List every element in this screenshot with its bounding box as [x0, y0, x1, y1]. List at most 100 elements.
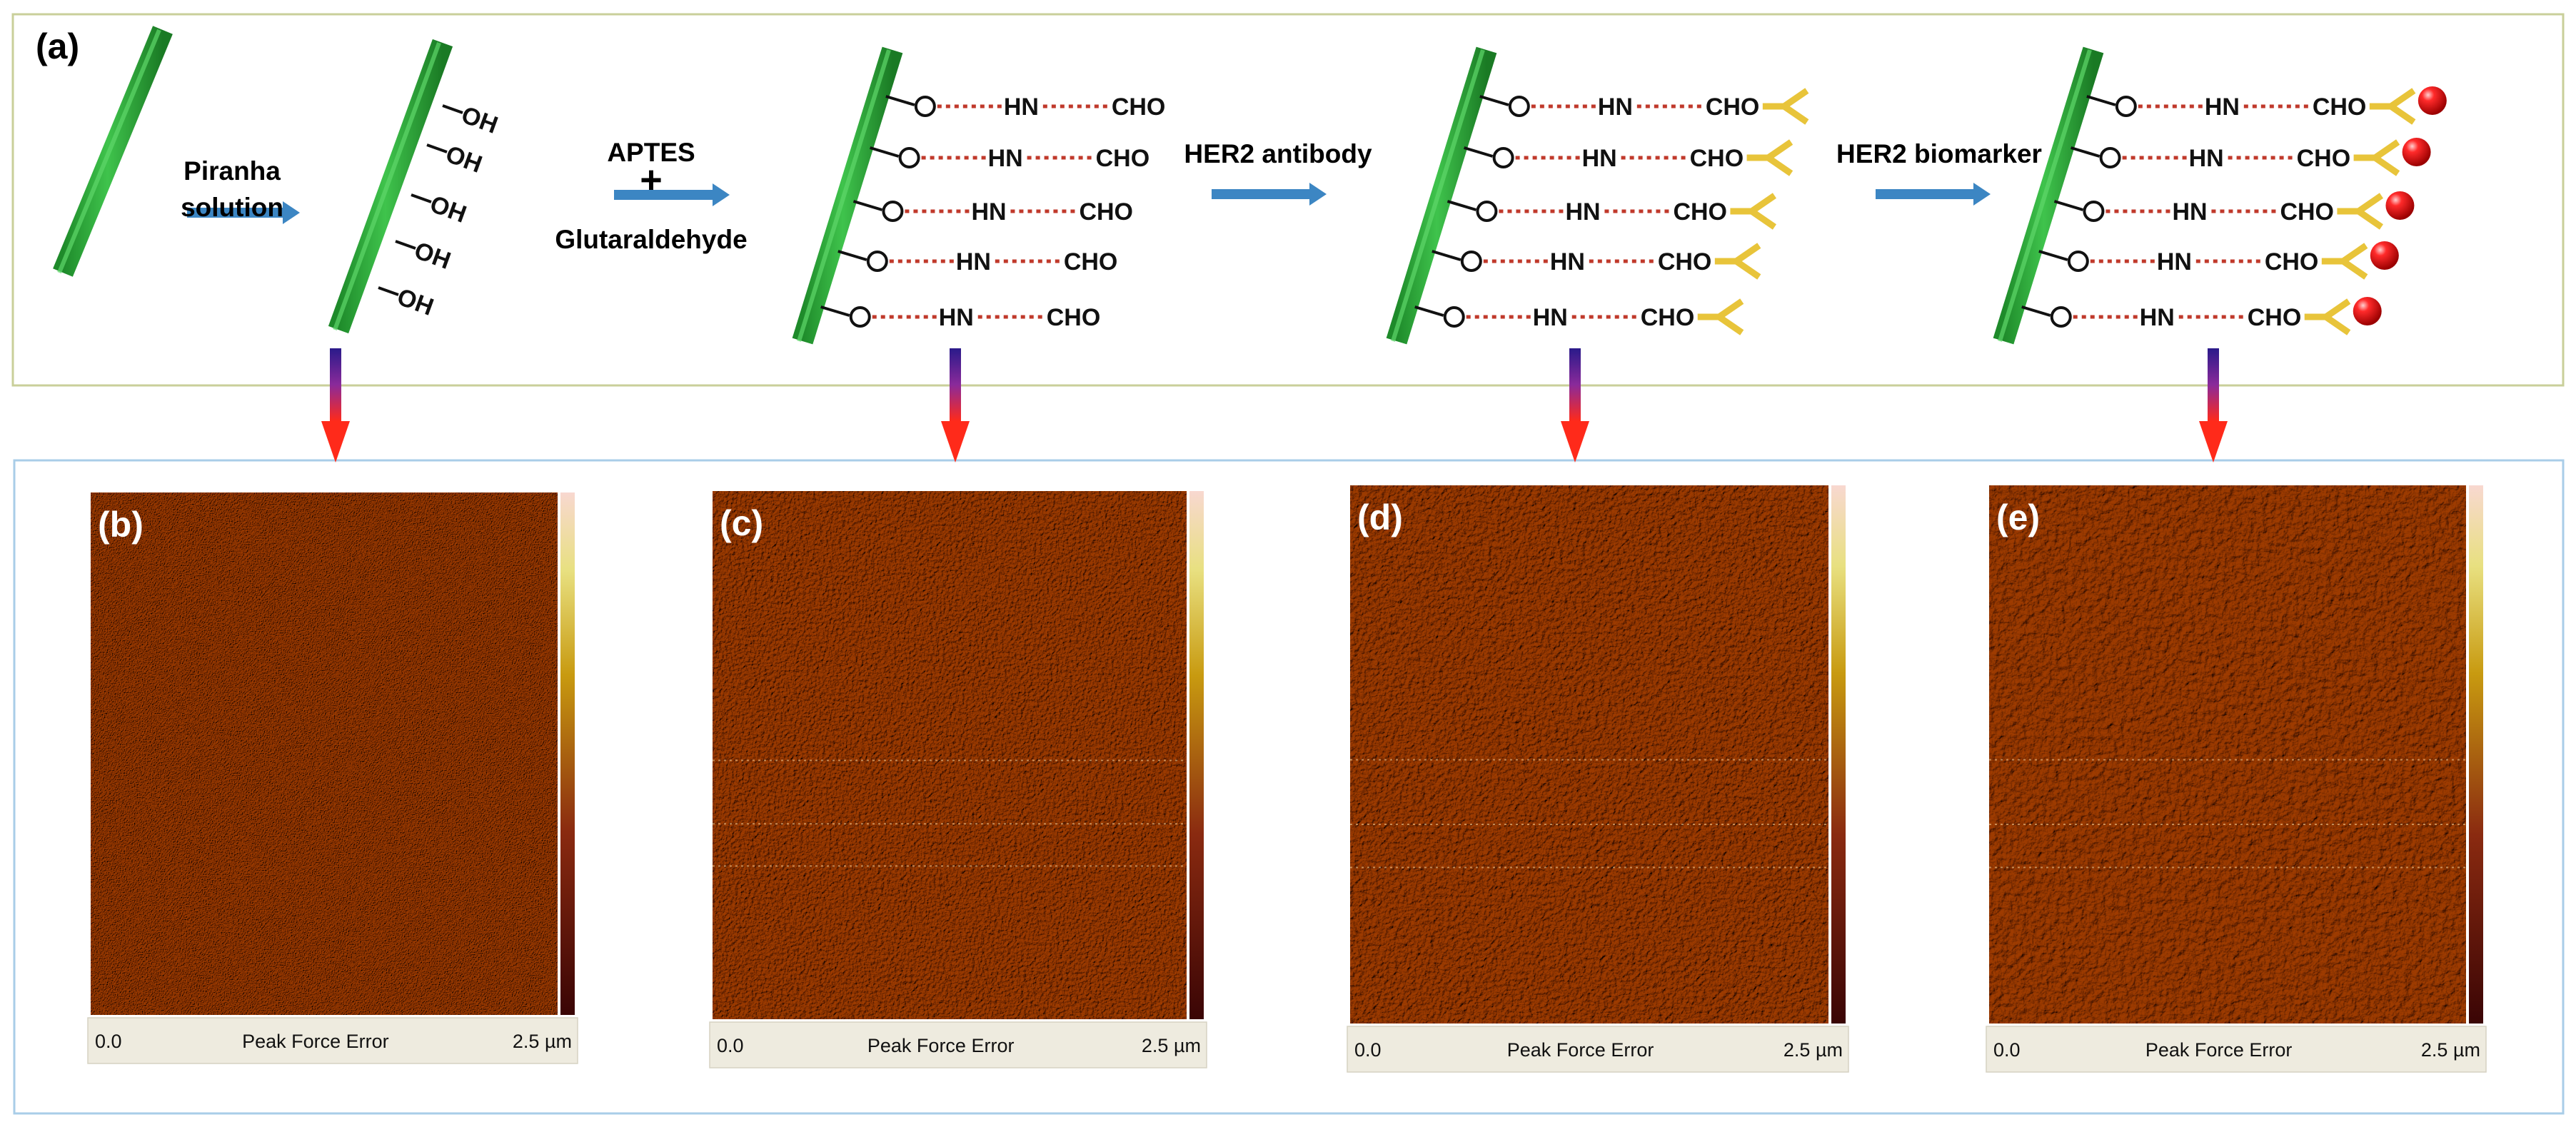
step-3-arrow-head — [1309, 183, 1327, 206]
ab-antibody-arm-down-3 — [1734, 258, 1761, 280]
ab-hn-4: HN — [1533, 304, 1568, 331]
bm-bond-4 — [2021, 305, 2051, 317]
step-4-arrow-head — [1973, 183, 1991, 206]
step-4-arrow-shaft — [1876, 189, 1975, 199]
substrate-biomarker-highlight — [1998, 49, 2092, 342]
substrate-aptes-body — [792, 46, 903, 345]
aptes-bond-4 — [820, 305, 850, 317]
substrate-antibody-body — [1386, 46, 1497, 345]
substrate-aptes — [792, 46, 903, 345]
ab-cho-0: CHO — [1706, 94, 1760, 121]
bm-oxygen-ring-4 — [2050, 306, 2072, 328]
bm-antibody-arm-up-3 — [2341, 243, 2368, 264]
ab-antibody-arm-up-4 — [1717, 298, 1744, 320]
afm-axis-start-0: 0.0 — [95, 1031, 122, 1052]
afm-label-e: (e) — [1996, 497, 2040, 537]
step-2-label-line-1: + — [640, 158, 663, 201]
aptes-oxygen-ring-3 — [866, 251, 888, 272]
afm-axis-end-2: 2.5 µm — [1783, 1039, 1843, 1061]
bm-hn-3: HN — [2157, 248, 2192, 276]
aptes-hn-4: HN — [939, 304, 974, 331]
step-3: HER2 antibody — [1184, 139, 1372, 206]
color-scale-gap-1 — [1187, 491, 1189, 1019]
ab-bond-3 — [1432, 250, 1461, 261]
afm-label-b: (b) — [98, 505, 144, 545]
ab-cho-3: CHO — [1658, 248, 1712, 276]
bm-antibody-arm-up-1 — [2373, 139, 2400, 161]
oh-bond-3 — [395, 240, 416, 250]
oh-bond-2 — [411, 193, 432, 203]
substrate-hydroxyl — [328, 39, 453, 334]
step-3-label-line-0: HER2 antibody — [1184, 139, 1372, 168]
bm-bond-2 — [2053, 200, 2084, 211]
aptes-cho-1: CHO — [1096, 145, 1150, 172]
afm-info-bar-1 — [709, 1021, 1207, 1068]
bm-antibody-arm-down-4 — [2324, 314, 2351, 335]
ab-bond-0 — [1479, 95, 1509, 106]
step-1-arrow-shaft — [187, 208, 284, 218]
afm-info-bar-3 — [1986, 1026, 2487, 1073]
substrate-aptes-highlight — [797, 49, 891, 342]
afm-axis-end-3: 2.5 µm — [2421, 1039, 2480, 1061]
ab-hn-0: HN — [1598, 94, 1633, 121]
ab-bond-1 — [1464, 146, 1494, 158]
aptes-oxygen-ring-0 — [914, 96, 936, 117]
bm-oxygen-ring-0 — [2115, 96, 2137, 117]
step-2-label-line-0: APTES — [607, 138, 695, 167]
bm-oxygen-ring-1 — [2099, 147, 2121, 168]
ab-hn-3: HN — [1550, 248, 1585, 276]
bm-cho-1: CHO — [2297, 145, 2351, 172]
oh-bond-4 — [378, 286, 399, 296]
afm-channel-name-1: Peak Force Error — [867, 1035, 1015, 1056]
ab-oxygen-ring-4 — [1443, 306, 1465, 328]
bm-cho-0: CHO — [2313, 94, 2367, 121]
ab-hn-1: HN — [1582, 145, 1617, 172]
bm-cho-2: CHO — [2280, 198, 2334, 226]
down-arrow-shaft-3 — [2208, 348, 2219, 421]
bm-hn-4: HN — [2140, 304, 2175, 331]
bm-antibody-1 — [2353, 139, 2400, 176]
step-2-arrow-head — [713, 183, 730, 206]
oh-bond-0 — [442, 104, 463, 114]
aptes-cho-3: CHO — [1064, 248, 1118, 276]
ab-antibody-arm-up-0 — [1782, 88, 1809, 109]
afm-label-d: (d) — [1357, 497, 1403, 537]
color-scale-bar-0 — [560, 492, 575, 1015]
step-1-arrow-head — [283, 201, 300, 224]
bm-biomarker-ball-0 — [2417, 86, 2447, 115]
afm-axis-end-1: 2.5 µm — [1142, 1035, 1201, 1056]
substrate-bare — [53, 26, 173, 277]
afm-image-e — [1989, 485, 2467, 1024]
substrate-biomarker — [1993, 46, 2104, 345]
ab-oxygen-ring-0 — [1508, 96, 1530, 117]
aptes-hn-0: HN — [1004, 94, 1039, 121]
substrate-hydroxyl-body — [328, 39, 453, 334]
color-scale-bar-1 — [1189, 491, 1204, 1019]
bm-biomarker-ball-4 — [2353, 297, 2382, 325]
bm-antibody-arm-up-2 — [2356, 193, 2383, 214]
bm-hn-0: HN — [2205, 94, 2240, 121]
aptes-hn-2: HN — [971, 198, 1006, 226]
bm-antibody-3 — [2321, 243, 2368, 280]
aptes-bond-2 — [852, 200, 883, 211]
color-scale-gap-3 — [2466, 485, 2469, 1024]
bm-antibody-0 — [2369, 88, 2416, 125]
afm-channel-name-0: Peak Force Error — [242, 1031, 389, 1052]
bm-biomarker-ball-2 — [2385, 191, 2415, 220]
ab-antibody-2 — [1730, 193, 1776, 230]
aptes-hn-1: HN — [988, 145, 1023, 172]
bm-antibody-arm-up-0 — [2389, 88, 2416, 109]
aptes-bond-1 — [870, 146, 900, 158]
color-scale-gap-2 — [1828, 485, 1831, 1024]
step-2-label-line-2: Glutaraldehyde — [555, 225, 747, 254]
bm-bond-1 — [2071, 146, 2100, 158]
aptes-oxygen-ring-4 — [849, 306, 871, 328]
ab-antibody-arm-down-1 — [1766, 155, 1793, 176]
color-scale-gap-0 — [558, 492, 560, 1015]
ab-antibody-arm-down-2 — [1749, 208, 1776, 230]
afm-info-bar-0 — [87, 1017, 578, 1064]
